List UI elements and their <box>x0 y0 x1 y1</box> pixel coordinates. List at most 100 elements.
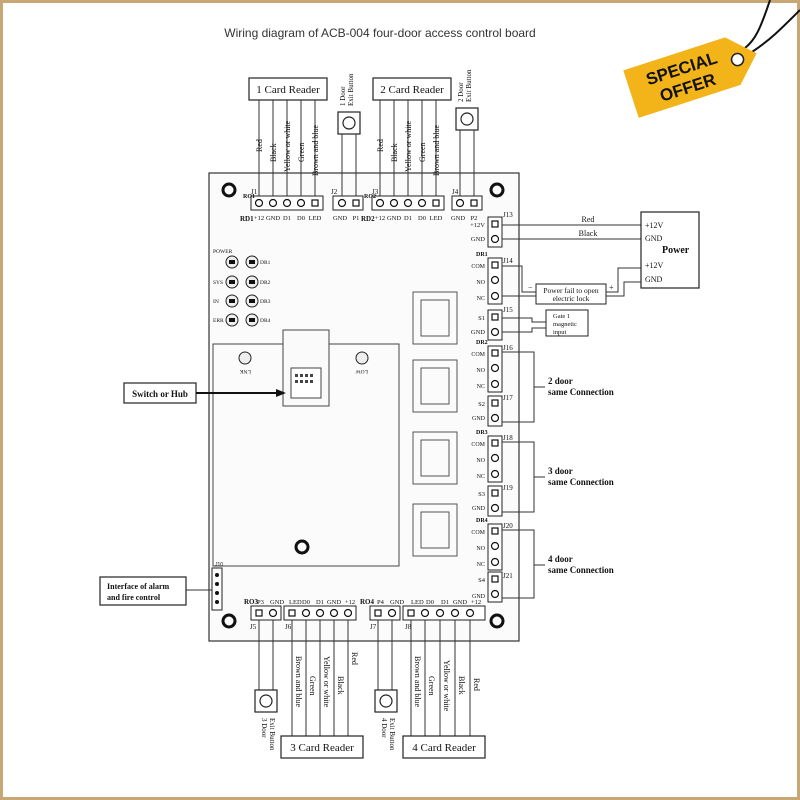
network-module: LNK LOW <box>212 329 400 567</box>
svg-text:S4: S4 <box>478 577 486 584</box>
svg-text:−: − <box>528 283 533 292</box>
svg-text:D1: D1 <box>283 215 291 222</box>
svg-text:NC: NC <box>477 296 485 302</box>
card-reader-2: 2 Card Reader Red Black Yellow or white … <box>372 77 452 196</box>
svg-text:3 Door: 3 Door <box>260 718 268 738</box>
svg-text:GND: GND <box>453 599 467 606</box>
svg-text:GND: GND <box>472 506 486 512</box>
special-offer-badge: SPECIAL OFFER <box>623 0 800 118</box>
svg-text:Yellow or white: Yellow or white <box>442 660 451 712</box>
svg-text:NO: NO <box>476 458 485 464</box>
svg-text:+12: +12 <box>254 215 264 222</box>
alarm-interface: Interface of alarm and fire control J10 <box>99 562 223 611</box>
svg-text:RO1: RO1 <box>243 194 255 200</box>
door-3-label: 3 door <box>548 466 573 476</box>
wire-label: Green <box>297 142 306 162</box>
diagram-title: Wiring diagram of ACB-004 four-door acce… <box>224 26 536 40</box>
svg-text:input: input <box>553 329 567 336</box>
svg-text:DR2: DR2 <box>260 280 271 286</box>
svg-text:D1: D1 <box>404 215 412 222</box>
svg-text:J15: J15 <box>503 306 513 314</box>
svg-text:Green: Green <box>427 676 436 696</box>
svg-text:GND: GND <box>270 599 284 606</box>
svg-text:LOW: LOW <box>355 368 368 374</box>
svg-text:Yellow or white: Yellow or white <box>322 656 331 708</box>
svg-text:LNK: LNK <box>240 368 251 374</box>
svg-text:COM: COM <box>471 442 485 448</box>
exit-button-1: 1 Door Exit Button <box>337 73 361 196</box>
svg-text:J4: J4 <box>452 188 459 196</box>
svg-text:J20: J20 <box>503 522 513 530</box>
svg-text:J1: J1 <box>251 188 258 196</box>
card-reader-4-label: 4 Card Reader <box>412 742 476 754</box>
gate-1-input: J15 S1 GND <box>471 306 546 341</box>
svg-text:and fire control: and fire control <box>107 593 161 602</box>
svg-text:+: + <box>609 283 614 292</box>
svg-text:SYS: SYS <box>213 280 223 286</box>
wire-label: Red <box>255 139 264 152</box>
svg-text:J10: J10 <box>215 562 223 568</box>
svg-text:DR1: DR1 <box>260 260 271 266</box>
svg-text:2 Door: 2 Door <box>457 82 465 102</box>
svg-text:NC: NC <box>477 474 485 480</box>
svg-text:J19: J19 <box>503 484 513 492</box>
svg-text:P3: P3 <box>257 599 264 606</box>
svg-text:Exit Button: Exit Button <box>347 73 355 106</box>
svg-text:Interface of alarm: Interface of alarm <box>107 582 170 591</box>
wire-label: Brown and blue <box>311 124 320 176</box>
svg-text:J7: J7 <box>370 623 377 631</box>
svg-text:LED: LED <box>430 215 443 222</box>
svg-text:Gate 1: Gate 1 <box>553 313 570 320</box>
svg-text:Exit Button: Exit Button <box>465 69 473 102</box>
svg-text:J21: J21 <box>503 572 513 580</box>
svg-text:D0: D0 <box>297 215 305 222</box>
card-reader-3: Brown and blue Green Yellow or white Bla… <box>280 620 364 759</box>
wire-label: Black <box>390 143 399 162</box>
relays <box>412 291 458 557</box>
svg-text:J14: J14 <box>503 257 513 265</box>
svg-text:D0: D0 <box>418 215 426 222</box>
svg-text:electric lock: electric lock <box>553 294 590 303</box>
svg-text:Red: Red <box>350 652 359 665</box>
svg-text:+12V: +12V <box>470 222 485 229</box>
svg-text:Power fail to open: Power fail to open <box>543 286 598 295</box>
svg-text:GND: GND <box>451 215 465 222</box>
svg-text:COM: COM <box>471 264 485 270</box>
svg-text:magnetic: magnetic <box>553 321 577 328</box>
svg-text:COM: COM <box>471 530 485 536</box>
svg-text:Red: Red <box>472 678 481 691</box>
exit-button-4: 4 Door Exit Button <box>374 620 398 751</box>
mounting-holes <box>221 182 505 629</box>
svg-text:LED: LED <box>289 599 302 606</box>
wire-label: Black <box>269 143 278 162</box>
svg-text:P4: P4 <box>377 599 385 606</box>
wire-label: Brown and blue <box>432 124 441 176</box>
svg-text:DR2: DR2 <box>476 340 488 346</box>
door-2-label: 2 door <box>548 376 573 386</box>
door-4-connectors: DR4 J20 J21 COM NO NC S4 GND 4 door same… <box>471 518 614 603</box>
svg-text:same Connection: same Connection <box>548 565 614 575</box>
svg-text:POWER: POWER <box>213 249 233 255</box>
wire-label: Yellow or white <box>404 120 413 172</box>
svg-text:GND: GND <box>327 599 341 606</box>
board-outline <box>208 172 520 642</box>
svg-text:Exit Button: Exit Button <box>388 718 396 751</box>
svg-text:GND: GND <box>390 599 404 606</box>
svg-text:Black: Black <box>457 676 466 695</box>
card-reader-4: Brown and blue Green Yellow or white Bla… <box>402 620 486 759</box>
svg-text:4 Door: 4 Door <box>380 718 388 738</box>
svg-text:LED: LED <box>309 215 322 222</box>
bottom-connectors: RO3 P3 GND LED D0 D1 GND +12 RO4 P4 GND … <box>244 598 486 631</box>
svg-text:Brown and blue: Brown and blue <box>413 656 422 708</box>
svg-text:1 Door: 1 Door <box>339 86 347 106</box>
switch-label: Switch or Hub <box>132 389 188 399</box>
svg-text:Brown and blue: Brown and blue <box>294 656 303 708</box>
status-leds: POWER SYS IN ERR DR1 DR2 DR3 DR4 <box>213 249 271 327</box>
svg-text:same Connection: same Connection <box>548 477 614 487</box>
svg-text:RD2: RD2 <box>361 215 375 223</box>
svg-text:+12V: +12V <box>645 261 664 270</box>
svg-text:+12: +12 <box>471 599 481 606</box>
wire-label: Yellow or white <box>283 120 292 172</box>
svg-text:J18: J18 <box>503 434 513 442</box>
